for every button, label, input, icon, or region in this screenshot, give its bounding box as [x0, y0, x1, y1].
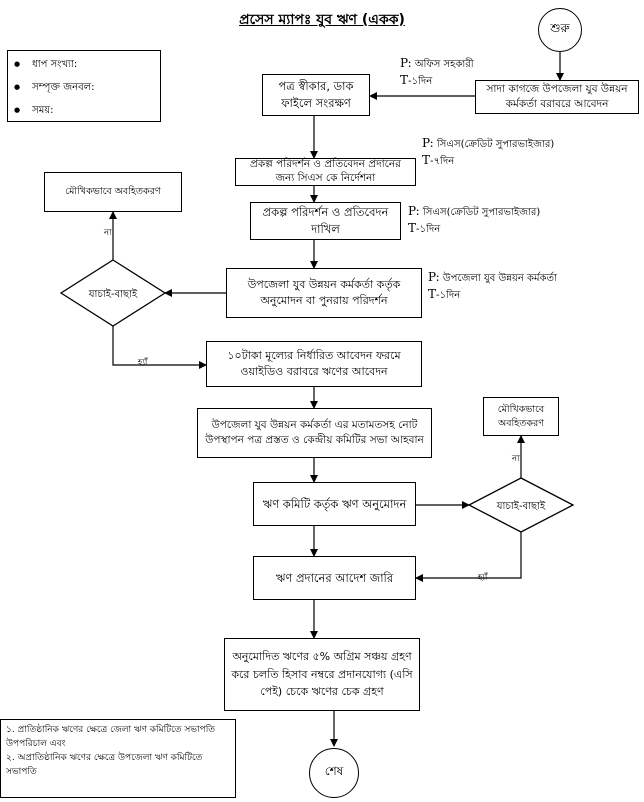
legend-box: ধাপ সংখ্যা: সম্পৃক্ত জনবল: সময়:	[7, 50, 161, 122]
step-loan-committee: ঋণ কমিটি কর্তৃক ঋণ অনুমোদন	[253, 482, 416, 526]
check-diamond-2	[467, 477, 575, 533]
note-1: ১. প্রাতিষ্ঠানিক ঋণের ক্ষেত্রে জেলা ঋণ ক…	[6, 725, 216, 749]
start-node: শুরু	[538, 8, 582, 52]
check-2-no-label: না	[512, 454, 520, 464]
legend-staff: সম্পৃক্ত জনবল:	[14, 80, 154, 97]
step-cheque: অনুমোদিত ঋণের ৫% অগ্রিম সঞ্চয় গ্রহণ করে…	[224, 638, 420, 711]
arrow-check2-to-order	[415, 532, 522, 582]
notes-box: ১. প্রাতিষ্ঠানিক ঋণের ক্ষেত্রে জেলা ঋণ ক…	[0, 719, 236, 798]
step-loan-order: ঋণ প্রদানের আদেশ জারি	[253, 556, 416, 600]
check-2-yes-label: হ্যাঁ	[478, 573, 488, 583]
step-apply-plain-paper: সাদা কাগজে উপজেলা যুব উন্নয়ন কর্মকর্তা …	[475, 80, 639, 114]
step-receive-file: পত্র স্বীকার, ডাক ফাইলে সংরক্ষণ	[262, 74, 370, 116]
step-verbal-inform-1: মৌখিকভাবে অবহিতকরণ	[44, 172, 182, 212]
arrow-check1-to-form	[112, 326, 207, 369]
resp-3: P: সিএস(ক্রেডিট সুপারভাইজার) T-১দিন	[408, 204, 541, 235]
step-cs-submit: প্রকল্প পরিদর্শন ও প্রতিবেদন দাখিল	[250, 202, 401, 240]
legend-time: সময়:	[14, 103, 154, 120]
step-verbal-inform-2: মৌখিকভাবে অবহিতকরণ	[483, 397, 559, 436]
resp-4: P: উপজেলা যুব উন্নয়ন কর্মকর্তা T-১দিন	[428, 270, 557, 301]
check-1-no-label: না	[104, 228, 112, 238]
resp-1: P: অফিস সহকারী T-১দিন	[400, 56, 474, 87]
step-note-committee: উপজেলা যুব উন্নয়ন কর্মকর্তা এর মতামতসহ …	[197, 408, 432, 458]
check-1-yes-label: হ্যাঁ	[138, 358, 148, 368]
end-node: শেষ	[309, 748, 359, 798]
check-diamond-1	[59, 259, 167, 327]
step-uyo-approval: উপজেলা যুব উন্নয়ন কর্মকর্তা কর্তৃক অনুম…	[226, 268, 422, 318]
note-2: ২. অপ্রাতিষ্ঠানিক ঋণের ক্ষেত্রে উপজেলা ঋ…	[6, 752, 203, 777]
step-form-apply: ১০টাকা মূল্যের নির্ধারিত আবেদন ফরমে ওয়া…	[206, 341, 422, 387]
page-title: প্রসেস ম্যাপঃ যুব ঋণ (একক)	[239, 12, 405, 28]
resp-2: P: সিএস(ক্রেডিট সুপারভাইজার) T-৭দিন	[422, 136, 555, 167]
step-cs-instruction: প্রকল্প পরিদর্শন ও প্রতিবেদন প্রদানের জন…	[235, 158, 416, 186]
check-2-label: যাচাই-বাছাই	[496, 501, 546, 512]
check-1-label: যাচাই-বাছাই	[88, 289, 138, 300]
legend-steps: ধাপ সংখ্যা:	[14, 57, 154, 74]
